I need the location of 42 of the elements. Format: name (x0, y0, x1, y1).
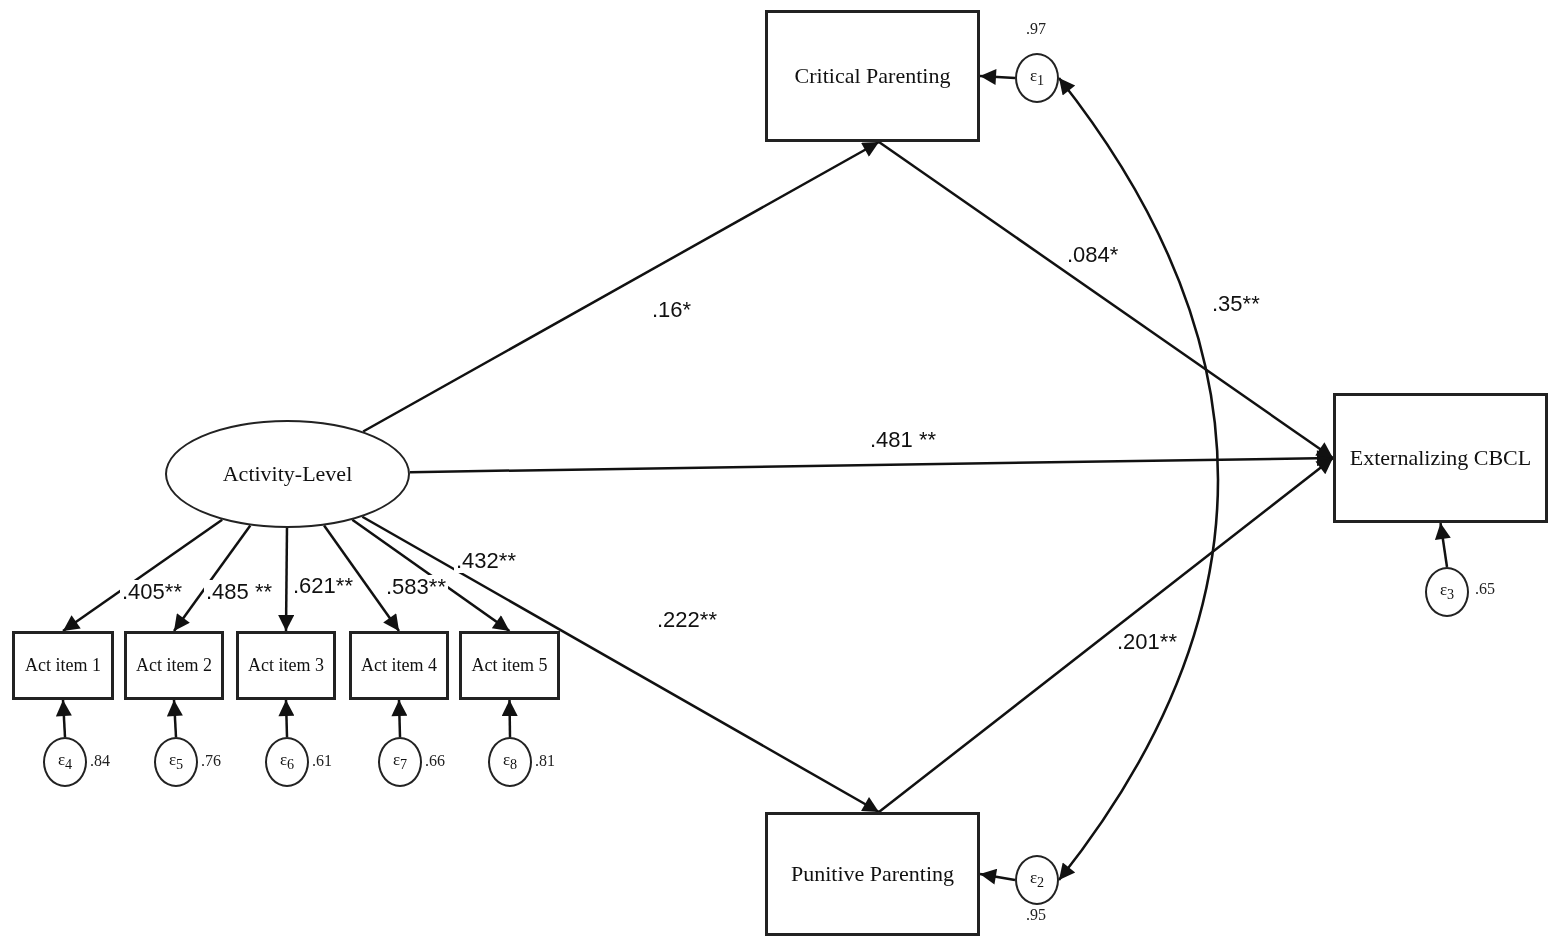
path-arrow (878, 457, 1334, 813)
path-arrow (878, 140, 1334, 460)
path-arrow (362, 140, 880, 433)
error-circle: ε$_{4}$ (43, 737, 87, 787)
error-circle: ε$_{6}$ (265, 737, 309, 787)
variance-value: .61 (312, 752, 332, 770)
error-circle: ε$_{8}$ (488, 737, 532, 787)
path-arrow (979, 868, 1016, 885)
error-circle: ε$_{3}$ (1425, 567, 1469, 617)
covariance-arrow (1058, 77, 1219, 881)
path-arrow (351, 518, 511, 633)
path-arrow (979, 68, 1016, 85)
variance-value: .76 (201, 752, 221, 770)
path-arrow (409, 450, 1333, 474)
indicator-box: Act item 5 (459, 631, 560, 700)
indicator-box: Act item 1 (12, 631, 114, 700)
error-circle: ε$_{2}$ (1015, 855, 1059, 905)
variance-value: .65 (1475, 580, 1495, 598)
path-arrow (501, 700, 518, 737)
latent-variable-ellipse: Activity-Level (165, 420, 410, 528)
path-arrow (278, 699, 295, 738)
error-circle: ε$_{7}$ (378, 737, 422, 787)
path-arrow (391, 699, 408, 738)
variance-value: .66 (425, 752, 445, 770)
path-arrow (361, 515, 880, 814)
variance-value: .84 (90, 752, 110, 770)
variable-box: Punitive Parenting (765, 812, 980, 936)
indicator-box: Act item 3 (236, 631, 336, 700)
variance-value: .95 (1026, 906, 1046, 924)
path-arrow (62, 518, 223, 633)
path-arrow (55, 699, 72, 738)
path-arrow (166, 699, 183, 738)
variance-value: .81 (535, 752, 555, 770)
variable-box: Critical Parenting (765, 10, 980, 142)
indicator-box: Act item 4 (349, 631, 449, 700)
path-arrow (278, 528, 295, 631)
variable-box: Externalizing CBCL (1333, 393, 1548, 523)
error-circle: ε$_{1}$ (1015, 53, 1059, 103)
path-arrow (1434, 522, 1451, 568)
indicator-box: Act item 2 (124, 631, 224, 700)
variance-value: .97 (1026, 20, 1046, 38)
error-circle: ε$_{5}$ (154, 737, 198, 787)
